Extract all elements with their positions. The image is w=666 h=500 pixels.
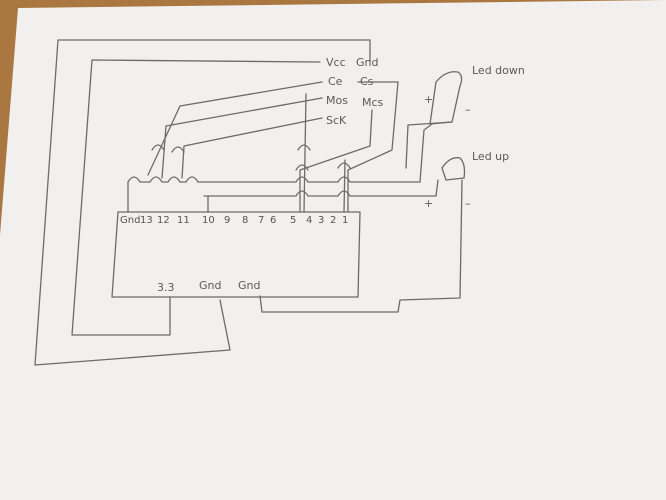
led-down-lead-minus (405, 121, 453, 169)
pin-1: 1 (342, 215, 348, 226)
pin-gnd: Gnd (120, 215, 140, 226)
pin-4: 4 (306, 215, 312, 226)
led-up-plus-sign: + (424, 197, 433, 210)
led-down-body (429, 71, 463, 125)
label-ce: Ce (328, 75, 343, 88)
wire-hop-arcs-upper (151, 144, 185, 153)
pin-9: 9 (224, 215, 230, 226)
led-up-body (441, 157, 466, 181)
label-led-up: Led up (472, 150, 509, 163)
wire-mos (161, 97, 323, 179)
label-board-gnd-2: Gnd (238, 279, 260, 292)
pin-12: 12 (157, 215, 170, 226)
label-sck: ScK (326, 114, 347, 127)
pin-2: 2 (330, 215, 336, 226)
led-down-lead-plus (419, 123, 433, 183)
wire-led-up-bus (203, 190, 437, 197)
board-outline (111, 211, 361, 298)
pin-5: 5 (290, 215, 296, 226)
label-mos: Mos (326, 94, 348, 107)
wire-vertical-1 (343, 159, 346, 213)
wire-led-down-bus (127, 176, 421, 183)
pin-6: 6 (270, 215, 276, 226)
led-down-plus-sign: + (424, 93, 433, 106)
led-up-lead-minus (259, 179, 463, 313)
wire-ce (147, 81, 323, 176)
led-down-minus-sign: – (465, 103, 471, 116)
wire-vcc-3v3 (71, 59, 321, 336)
label-cs: Cs (360, 75, 374, 88)
wire-hop-arcs-right (295, 144, 351, 171)
pin-13: 13 (140, 215, 153, 226)
wire-sck (181, 117, 323, 179)
label-led-down: Led down (472, 64, 525, 77)
pin-11: 11 (177, 215, 190, 226)
pin-10: 10 (202, 215, 215, 226)
wire-cs (347, 81, 399, 213)
label-mcs: Mcs (362, 96, 384, 109)
label-3v3: 3.3 (157, 281, 175, 294)
wire-outer-gnd (34, 39, 371, 366)
pin-7: 7 (258, 215, 264, 226)
label-gnd: Gnd (356, 56, 378, 69)
led-up-lead-plus (435, 179, 439, 197)
led-up-minus-sign: – (465, 197, 471, 210)
label-vcc: Vcc (326, 56, 346, 69)
pin-3: 3 (318, 215, 324, 226)
pin-8: 8 (242, 215, 248, 226)
label-board-gnd-1: Gnd (199, 279, 221, 292)
